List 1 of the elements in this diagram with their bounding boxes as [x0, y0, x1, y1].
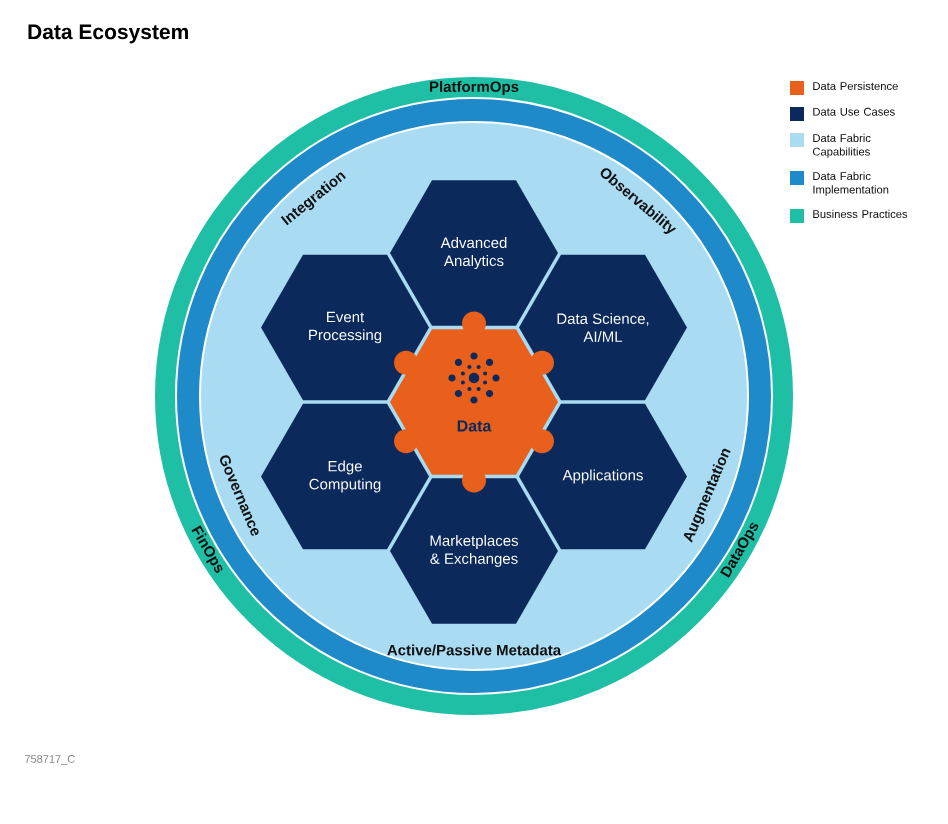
title: Data Ecosystem	[28, 24, 188, 44]
